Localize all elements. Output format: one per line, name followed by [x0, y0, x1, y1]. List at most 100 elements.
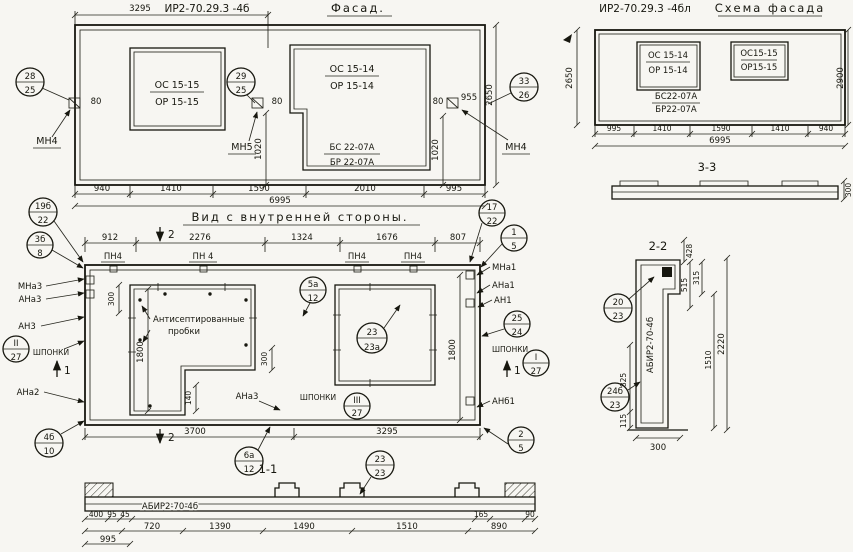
callout-2-5: 2 5 — [483, 426, 535, 454]
svg-text:6а: 6а — [244, 451, 255, 461]
section-2-2-label: 2-2 — [649, 239, 668, 253]
cut-2-label-top: 2 — [168, 229, 175, 241]
block-mark-2: БР 22-07А — [330, 158, 374, 168]
dim-2276: 2276 — [189, 233, 211, 243]
svg-text:22: 22 — [487, 217, 498, 227]
dim-95: 95 — [107, 510, 117, 519]
scheme-win2-mark-1: ОС15-15 — [740, 49, 777, 59]
dim-955: 955 — [461, 93, 477, 103]
svg-text:1: 1 — [511, 228, 516, 238]
section-1-1-code: АБИР2-70-4б — [142, 502, 198, 512]
dim-1800-right: 1800 — [448, 339, 458, 361]
section-1-1-label: 1-1 — [259, 462, 278, 476]
dim-1490: 1490 — [293, 522, 315, 532]
section-3-3-body — [611, 185, 839, 200]
dim-428: 428 — [685, 244, 694, 259]
anchor-mark — [446, 97, 459, 109]
dim-115: 115 — [619, 414, 628, 429]
inner-panel-outline — [84, 264, 481, 426]
callout-29-25: 29 25 — [226, 67, 256, 104]
dim-315: 315 — [692, 271, 701, 286]
scheme-window-1 — [636, 41, 701, 91]
dim-1410: 1410 — [160, 184, 182, 194]
dim-1676: 1676 — [376, 233, 398, 243]
svg-text:20: 20 — [613, 298, 624, 308]
dim-300-scheme: 300 — [844, 183, 853, 198]
scheme-title: Схема фасада — [715, 1, 826, 15]
svg-text:24б: 24б — [607, 387, 623, 397]
dim-300-sec: 300 — [650, 443, 666, 453]
anchor-mark — [68, 97, 81, 109]
callout-25-24: 25 24 — [481, 310, 531, 338]
level-mark — [563, 34, 572, 43]
label-ana3: АНа3 — [19, 295, 42, 305]
dim-1590: 1590 — [248, 184, 270, 194]
dim-45: 45 — [120, 510, 130, 519]
callout-23-23: 23 23 — [359, 450, 395, 495]
svg-text:22: 22 — [38, 216, 49, 226]
svg-text:3б: 3б — [35, 235, 46, 245]
dim-940: 940 — [94, 184, 110, 194]
dim-80-mid: 80 — [272, 97, 283, 107]
svg-text:25: 25 — [512, 314, 523, 324]
win1-mark-1: ОС 15-15 — [155, 80, 200, 91]
svg-text:23: 23 — [367, 328, 378, 338]
svg-text:27: 27 — [11, 353, 22, 363]
dim-1510: 1510 — [396, 522, 418, 532]
label-ana2: АНа2 — [17, 388, 40, 398]
label-an1: АН1 — [494, 296, 512, 306]
note-antiseptic-1: Антисептированные — [153, 315, 245, 325]
svg-text:III: III — [353, 396, 361, 406]
scheme-win1-mark-1: ОС 15-14 — [648, 51, 688, 61]
cut-1-label-right: 1 — [514, 365, 521, 377]
win2-mark-2: ОР 15-14 — [330, 81, 374, 92]
dim-3295: 3295 — [376, 427, 398, 437]
dim-80-right: 80 — [433, 97, 444, 107]
scheme-dim-6995: 6995 — [709, 136, 731, 146]
dim-825: 825 — [619, 373, 628, 388]
svg-text:23а: 23а — [364, 343, 380, 353]
callout-3b-8: 3б 8 — [26, 231, 84, 269]
section-2-2: 2-2 428 515 315 1510 2220 825 115 300 АБ… — [600, 236, 731, 453]
svg-text:27: 27 — [531, 367, 542, 377]
callout-23-23a: 23 23а — [356, 304, 401, 354]
svg-text:27: 27 — [352, 409, 363, 419]
scheme-win2-mark-2: ОР15-15 — [741, 63, 778, 73]
dim-2650-scheme: 2650 — [565, 67, 575, 89]
scheme-dim: 940 — [819, 124, 834, 133]
scheme-code: ИР2-70.29.3 -4бл — [599, 3, 691, 15]
svg-text:23: 23 — [613, 312, 624, 322]
scheme-window-2 — [730, 41, 789, 81]
dim-2010: 2010 — [354, 184, 376, 194]
scheme-dim: 995 — [607, 124, 622, 133]
section-2-2-code: АБИР2-70-4б — [646, 317, 656, 373]
section-3-3-label: 3-3 — [698, 160, 717, 174]
scheme-block-mark-2: БР22-07А — [655, 105, 697, 115]
stud-profile — [454, 482, 480, 497]
scheme-win1-mark-2: ОР 15-14 — [648, 66, 687, 76]
svg-text:5: 5 — [518, 444, 523, 454]
dim-890: 890 — [491, 522, 507, 532]
svg-text:12: 12 — [244, 465, 255, 475]
label-shponki-mid: ШПОНКИ — [300, 393, 336, 402]
facade-view: ИР2-70.29.3 -4б Фасад. 3295 ОС 15-15 ОР … — [15, 1, 539, 210]
callout-33-26: 33 26 — [487, 72, 539, 105]
svg-text:29: 29 — [236, 72, 247, 82]
scheme-dim: 1410 — [770, 124, 789, 133]
dim-2650: 2650 — [485, 84, 495, 106]
dim-995-bottom: 995 — [100, 535, 116, 545]
label-mn4-right: МН4 — [505, 142, 526, 153]
callout-5a-12: 5а 12 — [299, 276, 327, 317]
facade-window-1 — [129, 47, 226, 131]
section-2-2-body — [635, 259, 681, 429]
label-mn4-left: МН4 — [36, 136, 57, 147]
callout-6a-12: 6а 12 — [234, 426, 271, 476]
section-mark-I-27: I 27 — [522, 349, 550, 377]
dim-2220: 2220 — [717, 333, 727, 355]
dim-1390: 1390 — [209, 522, 231, 532]
dim-1020-left: 1020 — [254, 138, 264, 160]
svg-text:26: 26 — [519, 91, 530, 101]
label-shponki-right: ШПОНКИ — [492, 345, 528, 354]
